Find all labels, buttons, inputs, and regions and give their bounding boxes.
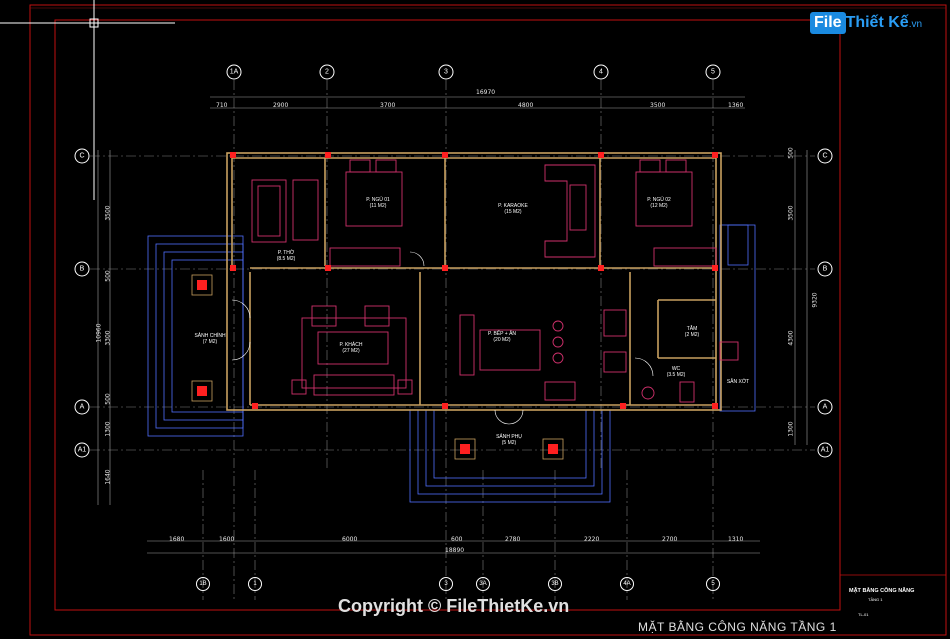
columns — [197, 152, 718, 454]
room-name: P. NGỦ 02 — [647, 197, 671, 203]
room-name: P. NGỦ 01 — [366, 197, 390, 203]
room-name: SẢNH CHÍNH — [194, 333, 226, 339]
dim-left-segment: 500 — [104, 270, 112, 282]
dim-top-total: 16970 — [476, 89, 496, 96]
grid-bubble-bottom: 3A — [476, 577, 490, 591]
room-label: SÂN XỚT — [727, 379, 749, 385]
room-name: WC — [671, 366, 681, 372]
room-area: (11 M2) — [369, 203, 387, 209]
grid-bubble-top: 4 — [593, 64, 609, 80]
room-name: SẢNH PHỤ — [496, 434, 522, 440]
room-label: P. NGỦ 01(11 M2) — [366, 197, 390, 209]
dim-bottom-total: 18890 — [445, 547, 465, 554]
cad-cursor — [0, 0, 175, 200]
grid-bubble-bottom: 1B — [196, 577, 210, 591]
room-label: SẢNH PHỤ(5 M2) — [496, 434, 522, 446]
dim-right-segment: 3500 — [787, 205, 795, 221]
grid-bubble-right: B — [817, 261, 833, 277]
grid-bubble-bottom: 4A — [620, 577, 634, 591]
room-label: P. KARAOKE(15 M2) — [498, 203, 528, 215]
logo-part-file: File — [810, 12, 846, 34]
dim-right-segment: 1300 — [787, 421, 795, 437]
grid-bubble-bottom: 5 — [706, 577, 720, 591]
logo-part-vn: .vn — [908, 19, 923, 30]
room-label: TẮM(2 M2) — [685, 326, 699, 338]
room-name: P. KHÁCH — [339, 342, 363, 348]
title-block-subtitle: TẦNG 1 — [868, 597, 883, 602]
room-area: (20 M2) — [493, 337, 511, 343]
dim-bottom-segment: 1310 — [728, 536, 744, 543]
grid-bubble-bottom: 3B — [548, 577, 562, 591]
dimension-lines — [97, 96, 808, 554]
furniture — [251, 159, 739, 403]
dim-left-segment: 1640 — [104, 469, 112, 485]
room-label: P. NGỦ 02(12 M2) — [647, 197, 671, 209]
grid-bubble-top: 5 — [705, 64, 721, 80]
drawing-frame — [29, 4, 947, 636]
dim-bottom-segment: 2780 — [505, 536, 521, 543]
room-name: P. THỜ — [277, 250, 295, 256]
grid-bubble-right: A — [817, 399, 833, 415]
dim-right-segment: 500 — [787, 147, 795, 159]
copyright-watermark: Copyright © FileThietKe.vn — [338, 596, 570, 616]
room-label: SẢNH CHÍNH(7 M2) — [194, 333, 225, 345]
room-area: (8.5 M2) — [276, 256, 296, 262]
grid-bubble-left: A — [74, 399, 90, 415]
drawing-title: MẶT BẰNG CÔNG NĂNG TẦNG 1 — [638, 620, 837, 634]
room-area: (15 M2) — [504, 209, 522, 215]
dim-top-segment: 2900 — [273, 102, 289, 109]
room-name: TẮM — [686, 326, 698, 332]
dim-bottom-segment: 1680 — [169, 536, 185, 543]
dim-bottom-segment: 6000 — [342, 536, 358, 543]
logo-part-thietke: Thiết Kế — [845, 14, 909, 31]
dim-bottom-segment: 600 — [451, 536, 463, 543]
grid-bubble-right: C — [817, 148, 833, 164]
room-area: (3.5 M2) — [666, 372, 686, 378]
dim-top-segment: 3500 — [650, 102, 666, 109]
room-label: P. THỜ(8.5 M2) — [277, 250, 296, 262]
grid-bubble-top: 2 — [319, 64, 335, 80]
dim-left-total: 10960 — [95, 323, 103, 343]
room-area: (7 M2) — [202, 339, 218, 345]
room-area: (5 M2) — [501, 440, 517, 446]
dim-left-segment: 3300 — [104, 330, 112, 346]
room-label: WC(3.5 M2) — [667, 366, 686, 378]
room-label: P. BẾP + ĂN(20 M2) — [488, 331, 516, 343]
room-area: (2 M2) — [684, 332, 700, 338]
grid-bubble-bottom: 3 — [439, 577, 453, 591]
dim-left-segment: 1300 — [104, 421, 112, 437]
dim-bottom-segment: 2700 — [662, 536, 678, 543]
dim-right-total: 9320 — [811, 292, 819, 308]
room-area: (12 M2) — [650, 203, 668, 209]
dim-top-segment: 710 — [216, 102, 228, 109]
dim-left-segment: 3500 — [104, 205, 112, 221]
doors — [231, 251, 654, 425]
grid-bubble-top: 3 — [438, 64, 454, 80]
title-block-title: MẶT BẰNG CÔNG NĂNG — [849, 588, 915, 594]
grid-bubble-right: A1 — [817, 442, 833, 458]
title-block-code: TL-01 — [858, 612, 869, 617]
grid-bubble-left: C — [74, 148, 90, 164]
room-name: P. KARAOKE — [498, 203, 528, 209]
room-area: (27 M2) — [342, 348, 360, 354]
grid-bubble-left: B — [74, 261, 90, 277]
room-label: P. KHÁCH(27 M2) — [340, 342, 363, 354]
dim-top-segment: 4800 — [518, 102, 534, 109]
room-name: SÂN XỚT — [726, 379, 750, 385]
walls — [226, 152, 722, 411]
terrace-steps — [147, 224, 756, 503]
dim-top-segment: 1360 — [728, 102, 744, 109]
column-outlines — [191, 274, 564, 460]
dim-top-segment: 3700 — [380, 102, 396, 109]
room-name: P. BẾP + ĂN — [487, 331, 517, 337]
dim-right-segment: 4300 — [787, 330, 795, 346]
dim-bottom-segment: 2220 — [584, 536, 600, 543]
dim-bottom-segment: 1600 — [219, 536, 235, 543]
grid-bubble-left: A1 — [74, 442, 90, 458]
dim-left-segment: 500 — [104, 393, 112, 405]
grid-bubble-bottom: 1 — [248, 577, 262, 591]
grid-bubble-top: 1A — [226, 64, 242, 80]
